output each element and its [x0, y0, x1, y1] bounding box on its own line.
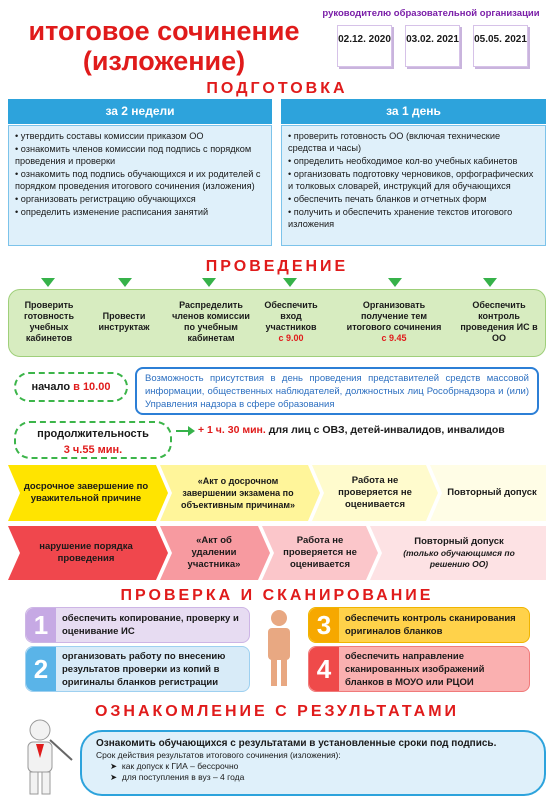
chevron-label: нарушение порядка проведения	[39, 541, 133, 564]
arrow-down-icon	[283, 278, 297, 287]
list-item: • определить изменение расписания заняти…	[15, 207, 209, 217]
person-icon	[268, 610, 290, 686]
results-main: Ознакомить обучающихся с результатами в …	[96, 738, 497, 749]
list-item: • обеспечить печать бланков и отчетных ф…	[288, 194, 487, 204]
prep-left-list: • утвердить составы комиссии приказом ОО…	[8, 125, 272, 246]
results-validity: Срок действия результатов итогового сочи…	[96, 750, 341, 760]
chevron-label: «Акт об удалении участника»	[187, 535, 241, 570]
date-text: 02.12. 2020	[338, 34, 391, 45]
date-card: 03.02. 2021	[405, 25, 460, 67]
arrow-down-icon	[118, 278, 132, 287]
conduct-step: Обеспечить контроль проведения ИС в ОО	[460, 300, 538, 343]
results-box: Ознакомить обучающихся с результатами в …	[80, 730, 546, 796]
date-text: 05.05. 2021	[474, 34, 527, 45]
date-card: 02.12. 2020	[337, 25, 392, 67]
chevron-label: Работа не проверяется не оценивается	[283, 535, 357, 570]
section-prep-heading: ПОДГОТОВКА	[206, 80, 348, 97]
page-title: итоговое сочинение (изложение)	[28, 16, 300, 76]
list-item: • организовать подготовку черновиков, ор…	[288, 169, 534, 191]
prep-right-list: • проверить готовность ОО (включая техни…	[281, 125, 546, 246]
prep-left-title: за 2 недели	[8, 99, 272, 124]
check-card: 4 обеспечить направление сканированных и…	[308, 646, 530, 692]
arrow-down-icon	[41, 278, 55, 287]
extra-time-note: + 1 ч. 30 мин. для лиц с ОВЗ, детей-инва…	[198, 424, 505, 436]
org-label: руководителю образовательной организации	[322, 8, 540, 19]
teacher-icon	[27, 719, 73, 795]
conduct-step: Проверить готовность учебных кабинетов	[24, 300, 74, 343]
check-card: 1 обеспечить копирование, проверку и оце…	[25, 607, 250, 643]
chevron-label: досрочное завершение по уважительной при…	[23, 481, 149, 504]
check-card: 2 организовать работу по внесению резуль…	[25, 646, 250, 692]
red-chevron-row	[8, 526, 546, 580]
arrow-down-icon	[202, 278, 216, 287]
arrow-down-icon	[388, 278, 402, 287]
section-conduct-heading: ПРОВЕДЕНИЕ	[205, 258, 349, 275]
arrow-right-icon	[176, 430, 190, 432]
list-item: • получить и обеспечить хранение текстов…	[288, 207, 513, 229]
yellow-chevron-row	[8, 465, 546, 521]
step-number: 2	[26, 647, 56, 691]
date-text: 03.02. 2021	[406, 34, 459, 45]
conduct-step: Распределить членов комиссии по учебным …	[172, 300, 250, 343]
list-item: • организовать регистрацию обучающихся	[15, 194, 196, 204]
step-number: 4	[309, 647, 339, 691]
list-item: • проверить готовность ОО (включая техни…	[288, 131, 501, 153]
arrow-right-icon	[188, 426, 195, 436]
list-item: • определить необходимое кол-во учебных …	[288, 156, 518, 166]
section-results-heading: ОЗНАКОМЛЕНИЕ С РЕЗУЛЬТАТАМИ	[94, 703, 460, 720]
list-item: • утвердить составы комиссии приказом ОО	[15, 131, 204, 141]
chevron-label: Повторный допуск	[447, 487, 537, 498]
conduct-step: Провести инструктаж	[98, 311, 150, 332]
chevron-label: Повторный допуск(только обучающимся по р…	[403, 536, 515, 569]
conduct-steps-panel	[8, 289, 546, 357]
prep-right-title: за 1 день	[281, 99, 546, 124]
chevron-label: Работа не проверяется не оценивается	[338, 475, 412, 510]
step-number: 1	[26, 608, 56, 642]
list-item: • ознакомить под подпись обучающихся и и…	[15, 169, 261, 191]
check-card: 3 обеспечить контроль сканирования ориги…	[308, 607, 530, 643]
list-item: ➤ для поступления в вуз – 4 года	[110, 772, 245, 782]
arrow-down-icon	[483, 278, 497, 287]
chevron-label: «Акт о досрочном завершении экзамена по …	[180, 476, 296, 510]
conduct-step: Организовать получение тем итогового соч…	[346, 300, 442, 343]
list-item: ➤ как допуск к ГИА – бессрочно	[110, 761, 239, 771]
list-item: • ознакомить членов комиссии под подпись…	[15, 144, 252, 166]
section-check-heading: ПРОВЕРКА И СКАНИРОВАНИЕ	[120, 587, 434, 604]
step-number: 3	[309, 608, 339, 642]
start-time-badge: начало в 10.00	[14, 372, 128, 402]
presence-note: Возможность присутствия в день проведени…	[135, 367, 539, 415]
date-card: 05.05. 2021	[473, 25, 528, 67]
